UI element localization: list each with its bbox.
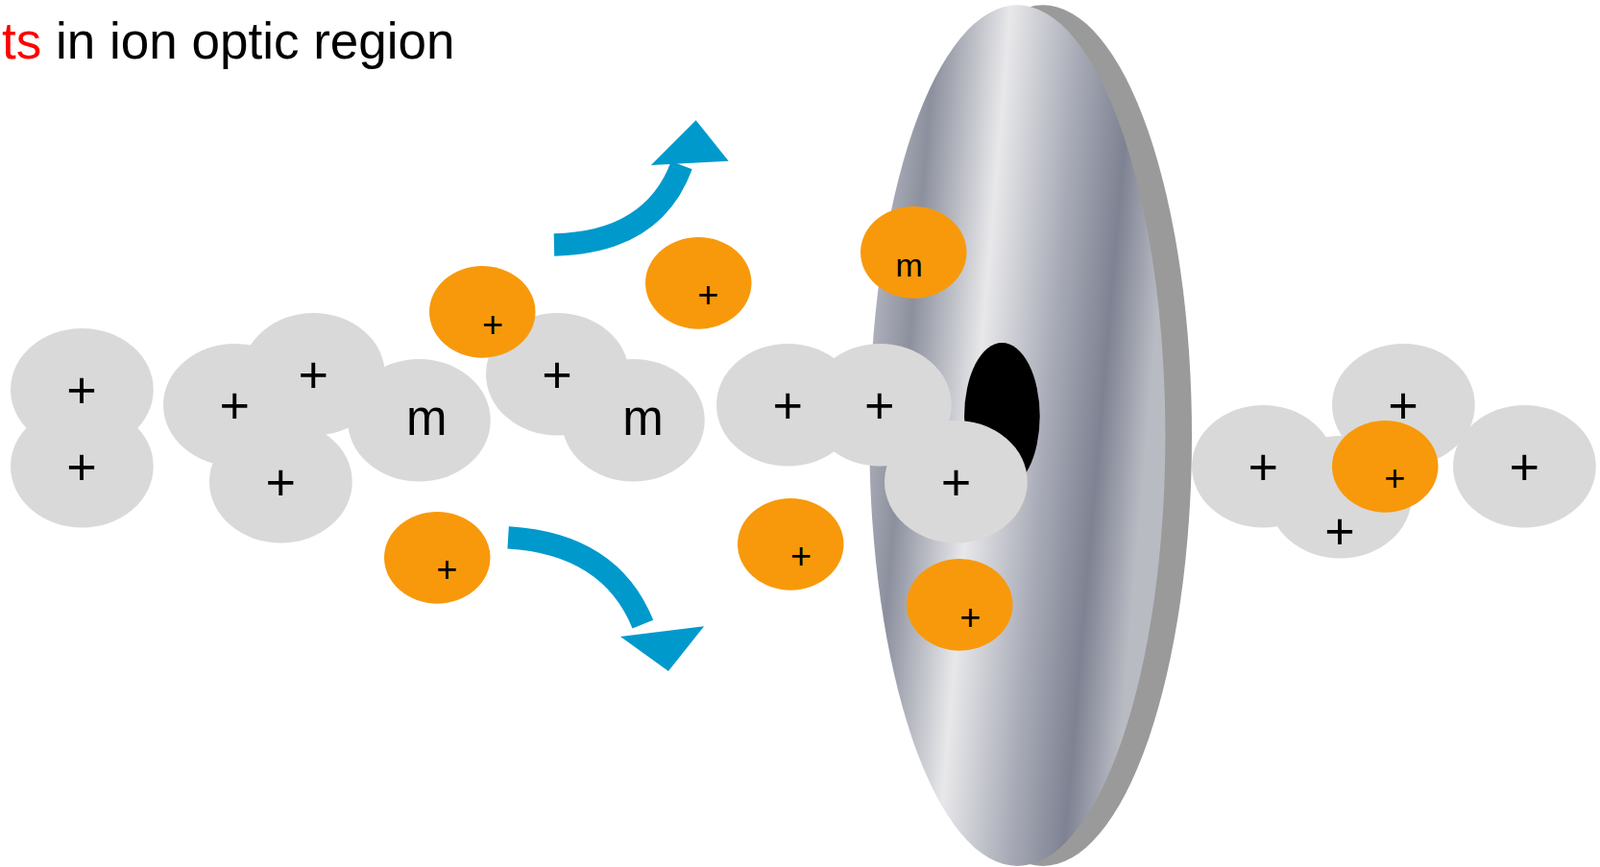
neutral-particle: + bbox=[884, 420, 1028, 544]
analyte-ion: + bbox=[384, 511, 491, 605]
neutral-particle: + bbox=[10, 405, 154, 529]
charge-symbol: + bbox=[541, 348, 573, 401]
deflect-arrow-head bbox=[620, 626, 704, 672]
charge-symbol: + bbox=[790, 537, 812, 575]
particle-fill bbox=[860, 206, 968, 299]
particle-fill bbox=[561, 359, 705, 483]
particle-fill bbox=[209, 420, 353, 544]
particle-fill bbox=[429, 266, 536, 359]
heading-text: in ion optic region bbox=[55, 13, 455, 70]
charge-symbol: + bbox=[436, 551, 458, 588]
charge-symbol: + bbox=[1324, 505, 1356, 558]
neutral-particle: + bbox=[1453, 405, 1597, 529]
lens-disc-front bbox=[869, 4, 1165, 867]
charge-symbol: m bbox=[622, 393, 663, 443]
charge-symbol: m bbox=[896, 248, 923, 282]
analyte-ion: + bbox=[1332, 420, 1439, 513]
particle-fill bbox=[737, 498, 845, 591]
particle-fill bbox=[1332, 343, 1476, 467]
particle-fill bbox=[384, 511, 491, 605]
neutral-particle: m bbox=[561, 359, 705, 483]
charge-symbol: + bbox=[297, 348, 329, 401]
particle-fill bbox=[347, 359, 491, 483]
deflect-arrow-shaft bbox=[508, 537, 643, 625]
heading-text: ts bbox=[1, 13, 42, 70]
analyte-ion: + bbox=[737, 498, 845, 591]
deflect-arrow-shaft bbox=[554, 165, 682, 245]
charge-symbol: + bbox=[1509, 440, 1541, 493]
particle-outline bbox=[906, 558, 1014, 652]
particle-fill bbox=[645, 237, 752, 330]
charge-symbol: + bbox=[959, 599, 981, 636]
neutral-particle: m bbox=[347, 359, 491, 483]
analyte-ion: m bbox=[860, 206, 968, 299]
charge-symbol: + bbox=[1383, 460, 1406, 497]
charge-symbol: + bbox=[864, 379, 896, 432]
analyte-ion: + bbox=[645, 237, 752, 330]
charge-symbol: + bbox=[697, 276, 719, 314]
particle-fill bbox=[884, 420, 1028, 544]
charge-symbol: + bbox=[66, 440, 97, 493]
charge-symbol: + bbox=[941, 456, 972, 509]
charge-symbol: + bbox=[772, 379, 803, 432]
charge-symbol: + bbox=[482, 306, 504, 343]
deflect-arrow-head bbox=[651, 120, 729, 166]
particle-fill bbox=[10, 405, 154, 529]
charge-symbol: + bbox=[265, 456, 296, 509]
charge-symbol: m bbox=[406, 393, 447, 443]
particle-fill bbox=[1453, 405, 1597, 529]
analyte-ion: + bbox=[906, 558, 1014, 652]
particle-fill bbox=[906, 558, 1014, 652]
heading-line: tsin ion optic region bbox=[1, 13, 456, 70]
particle-fill bbox=[1332, 420, 1439, 513]
analyte-ion: + bbox=[429, 266, 536, 359]
neutral-particle: + bbox=[209, 420, 353, 544]
